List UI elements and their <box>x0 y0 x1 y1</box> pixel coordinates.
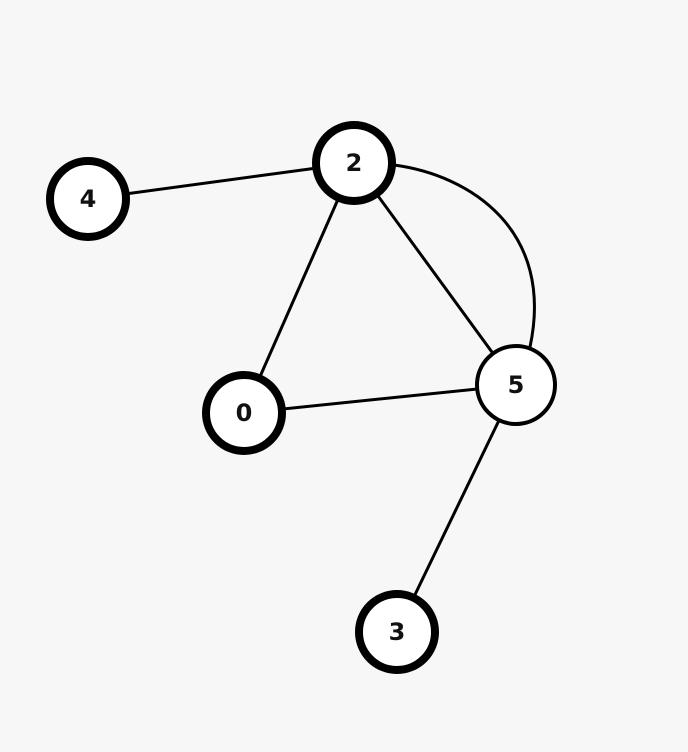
edge-5-3 <box>395 384 518 633</box>
edge-2-5-curved <box>393 163 536 348</box>
node-4-circle <box>46 157 130 241</box>
edge-4-2 <box>87 161 355 201</box>
node-5-label: 5 <box>508 371 525 399</box>
node-4-label: 4 <box>80 185 97 213</box>
node-3: 3 <box>355 590 439 674</box>
node-3-circle <box>355 590 439 674</box>
nodes-layer: 4 2 0 5 3 <box>46 121 557 674</box>
node-2: 2 <box>312 121 396 205</box>
edges-layer <box>87 161 536 633</box>
node-4: 4 <box>46 157 130 241</box>
node-0-label: 0 <box>236 399 253 427</box>
node-3-label: 3 <box>389 618 406 646</box>
edge-0-5 <box>243 383 517 415</box>
node-2-label: 2 <box>346 149 363 177</box>
edge-2-5 <box>352 162 518 386</box>
node-2-circle <box>312 121 396 205</box>
node-5: 5 <box>475 344 557 426</box>
node-5-circle <box>475 344 557 426</box>
edge-2-0 <box>242 162 356 414</box>
node-0-circle <box>202 371 286 455</box>
node-0: 0 <box>202 371 286 455</box>
